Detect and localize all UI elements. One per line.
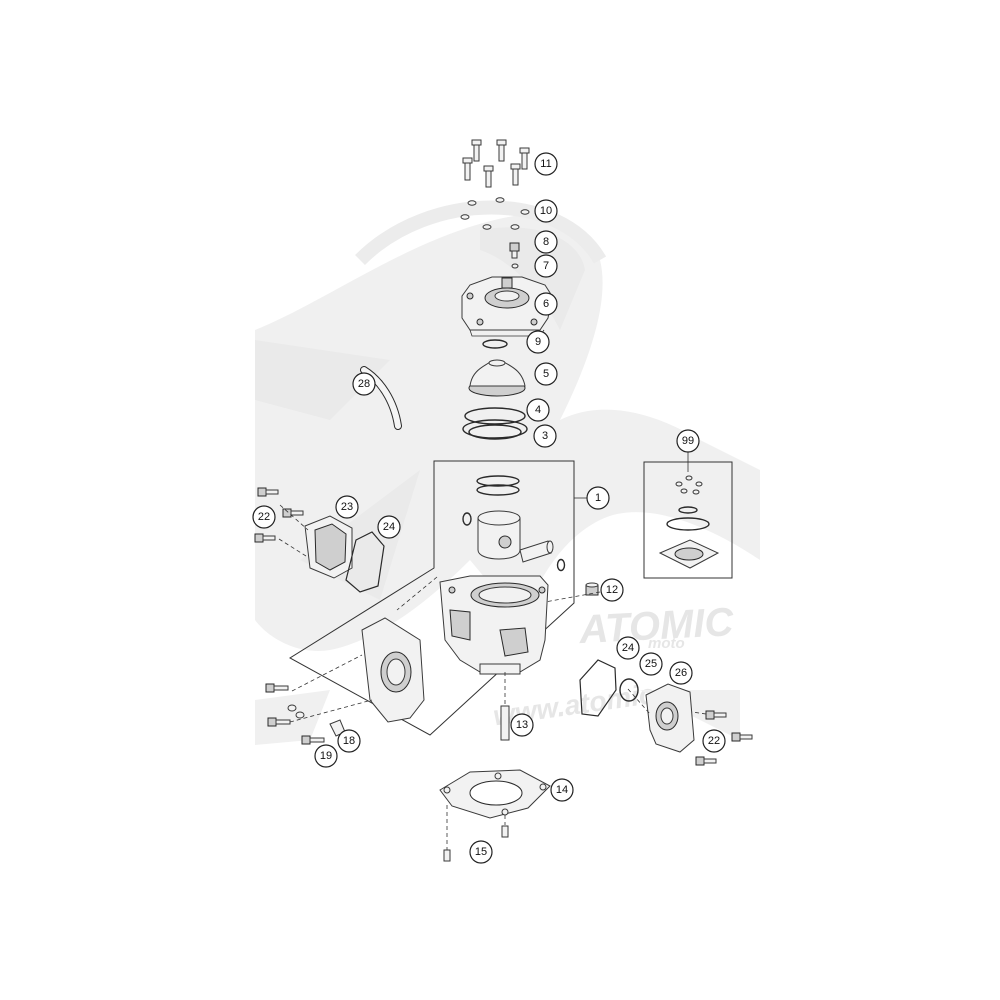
piston-pin [519,540,554,563]
watermark-ring [355,200,607,265]
callout-7: 7 [534,254,558,278]
callout-label: 22 [708,735,720,747]
callout-18: 18 [337,729,361,753]
piston-rings [476,475,520,496]
cover-bolts [254,487,304,543]
callout-5: 5 [534,362,558,386]
cylinder-o-ring [462,419,528,439]
callout-label: 99 [682,435,694,447]
callout-24: 24 [616,636,640,660]
base-gasket [439,769,551,819]
callout-8: 8 [534,230,558,254]
callout-14: 14 [550,778,574,802]
bolt [496,139,507,162]
bolt [471,139,482,162]
callout-15: 15 [469,840,493,864]
callout-label: 11 [540,158,551,170]
callout-10: 10 [534,199,558,223]
callout-label: 7 [543,260,549,272]
watermark-sub: moto [648,635,685,652]
cylinder-o-ring-inner [468,424,522,440]
callout-label: 12 [606,584,618,596]
callout-label: 14 [556,784,568,796]
callout-4: 4 [526,398,550,422]
callout-label: 3 [542,430,548,442]
callout-3: 3 [533,424,557,448]
callout-label: 1 [595,492,601,504]
bolt [462,157,473,181]
bolt [510,163,521,186]
callout-label: 6 [543,298,549,310]
exhaust-cover [304,515,353,579]
callout-26: 26 [669,661,693,685]
callout-6: 6 [534,292,558,316]
head-bolts [462,139,530,188]
circlip [462,512,472,526]
callout-19: 19 [314,744,338,768]
cylinder-stud [500,672,510,741]
piston [477,510,521,560]
callout-22: 22 [702,729,726,753]
flange-gasket [579,659,617,717]
exhaust-flange [361,617,425,723]
flange-o-ring [619,678,639,702]
housing-bolts [695,710,753,766]
exhaust-housing [645,683,695,753]
callout-11: 11 [534,152,558,176]
circlip [556,558,566,572]
cylinder-block [439,575,549,675]
gasket-set [658,475,720,569]
callout-12: 12 [600,578,624,602]
head-gasket-ring [464,407,526,425]
cylinder-nut [585,582,599,596]
callout-label: 28 [358,378,370,390]
bolt [483,165,494,188]
callout-label: 24 [383,521,395,533]
callout-24: 24 [377,515,401,539]
callout-13: 13 [510,713,534,737]
callout-label: 25 [645,658,657,670]
callout-label: 5 [543,368,549,380]
spark-plug-cap [509,242,520,259]
callout-label: 9 [535,336,541,348]
callout-28: 28 [352,372,376,396]
cover-gasket [345,531,385,593]
callout-25: 25 [639,652,663,676]
callout-23: 23 [335,495,359,519]
dowel-pins [443,805,509,862]
callout-99: 99 [676,429,700,453]
callout-label: 23 [341,501,353,513]
callout-label: 18 [343,735,355,747]
seal-washer [511,263,519,269]
leader-lines [278,452,707,723]
callout-label: 22 [258,511,270,523]
watermark-brand: ATOMIC [577,600,735,652]
callout-label: 8 [543,236,549,248]
callout-label: 4 [535,404,541,416]
callout-label: 10 [540,205,552,217]
callout-label: 19 [320,750,332,762]
cylinder-head [461,276,553,337]
callout-22: 22 [252,505,276,529]
callout-label: 13 [516,719,528,731]
callout-label: 15 [475,846,487,858]
cylinder-kit-frame [289,460,575,736]
combustion-insert [468,359,526,397]
washers [460,197,530,230]
callout-label: 24 [622,642,634,654]
callout-1: 1 [586,486,610,510]
head-o-ring [482,339,508,349]
bolt [519,147,530,170]
callout-9: 9 [526,330,550,354]
callout-label: 26 [675,667,687,679]
